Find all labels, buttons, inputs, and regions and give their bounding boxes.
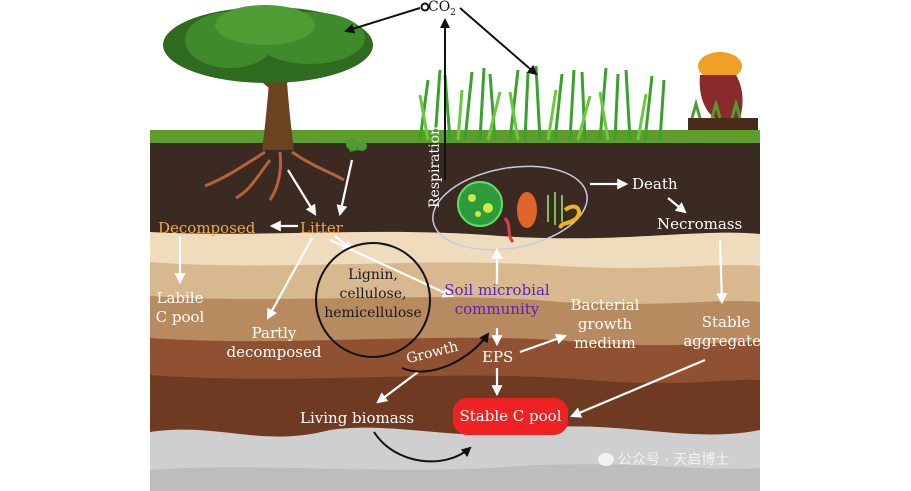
arrow-aggregates-stablepool [569, 358, 706, 418]
stable-c-pool-label: Stable C pool [459, 407, 562, 425]
arrow-eps-living [376, 371, 419, 404]
lignin-line-1: Lignin, [348, 267, 398, 283]
labile-line-1: Labile [156, 289, 204, 307]
bacterial-line-1: Bacterial [570, 296, 640, 314]
bacterial-line-3: medium [574, 334, 636, 352]
watermark: 公众号 · 天启博士 [598, 451, 729, 470]
arrow-growth-curve [401, 332, 490, 373]
stable-aggregates-label: Stable aggregates [676, 313, 776, 351]
necromass-label: Necromass [657, 215, 743, 233]
tree-illustration [163, 5, 373, 201]
arrow-litter-partly [266, 237, 313, 320]
arrow-eps-bacterial [519, 333, 568, 354]
arrow-necromass-aggregates [716, 239, 728, 305]
soil-microbial-community-label: Soil microbial community [436, 281, 558, 319]
eps-label: EPS [482, 348, 514, 366]
black-arrows [315, 2, 538, 463]
arrow-leaf-litter [336, 159, 354, 217]
partly-line-2: decomposed [226, 343, 322, 361]
partly-line-1: Partly [251, 324, 297, 342]
arrow-tree-litter [287, 169, 317, 216]
microbe-cluster [432, 165, 588, 251]
litter-label: Litter [300, 219, 343, 237]
bacterial-growth-medium-label: Bacterial growth medium [562, 296, 648, 353]
lignin-circle [315, 242, 431, 358]
partly-decomposed-label: Partly decomposed [218, 324, 330, 362]
arrow-co2-grass [459, 7, 538, 76]
bacterial-line-2: growth [577, 315, 633, 333]
co2-subscript: 2 [450, 7, 456, 18]
soil-layers [150, 130, 760, 491]
chat-icon [598, 453, 614, 466]
white-arrows [174, 159, 728, 418]
living-biomass-label: Living biomass [300, 409, 415, 427]
co2-text: CO [428, 0, 451, 15]
soil-microbial-line-1: Soil microbial [444, 281, 550, 299]
respiration-label: Respiration [427, 125, 443, 208]
co2-label: CO2 [428, 0, 456, 23]
watermark-text: 公众号 · 天启博士 [618, 452, 730, 468]
labile-c-pool-label: Labile C pool [152, 289, 208, 327]
arrow-co2-tree [344, 7, 421, 34]
lignin-line-3: hemicellulose [324, 305, 422, 321]
farmer-illustration [688, 52, 758, 130]
arrow-litter-microbial [329, 239, 454, 298]
stable-aggregates-line-1: Stable [701, 313, 751, 331]
death-label: Death [632, 175, 678, 193]
arrow-living-curve [373, 431, 472, 463]
stable-aggregates-line-2: aggregates [683, 332, 769, 350]
soil-microbial-line-2: community [454, 300, 540, 318]
lignin-line-2: cellulose, [339, 286, 407, 302]
stable-c-pool-box [453, 398, 568, 435]
arrow-death-necromass [667, 197, 687, 214]
lignin-label: Lignin, cellulose, hemicellulose [318, 266, 428, 323]
decomposed-label: Decomposed [158, 219, 256, 237]
labile-line-2: C pool [155, 308, 205, 326]
grass-illustration [418, 65, 666, 141]
